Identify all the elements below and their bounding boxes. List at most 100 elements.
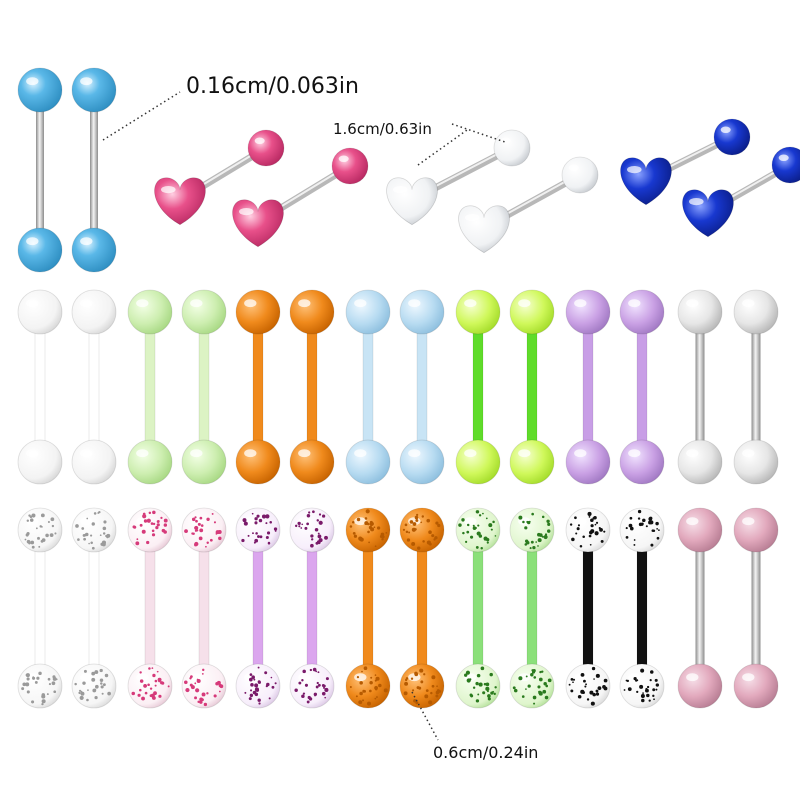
glitter-speck bbox=[321, 683, 325, 687]
round-ball bbox=[247, 129, 285, 167]
ball-highlight bbox=[689, 197, 704, 206]
bottom-ball bbox=[127, 439, 173, 485]
glitter-speck bbox=[294, 688, 298, 692]
glitter-speck bbox=[26, 690, 30, 694]
glitter-speck bbox=[431, 534, 435, 538]
glitter-speck bbox=[416, 513, 419, 516]
glitter-speck bbox=[353, 534, 358, 538]
glitter-speck bbox=[194, 525, 199, 531]
acrylic-bar bbox=[472, 529, 484, 687]
round-ball bbox=[493, 129, 531, 167]
glitter-speck bbox=[302, 692, 306, 695]
glitter-speck bbox=[356, 517, 361, 522]
glitter-speck bbox=[636, 690, 639, 694]
glitter-speck bbox=[266, 531, 271, 535]
glitter-speck bbox=[487, 694, 491, 698]
glitter-speck bbox=[271, 685, 275, 689]
glitter-speck bbox=[195, 519, 198, 523]
ball-highlight bbox=[80, 237, 93, 246]
glitter-speck bbox=[152, 673, 156, 678]
steel-bar bbox=[36, 95, 44, 245]
glitter-speck bbox=[79, 695, 84, 700]
glitter-speck bbox=[51, 681, 56, 686]
glitter-speck bbox=[36, 676, 40, 680]
glitter-speck bbox=[404, 523, 408, 527]
glitter-speck bbox=[195, 688, 200, 693]
glitter-speck bbox=[132, 525, 136, 529]
glitter-speck bbox=[41, 693, 46, 697]
ball-highlight bbox=[190, 299, 203, 308]
glitter-speck bbox=[480, 546, 483, 550]
glitter-speck bbox=[368, 541, 370, 544]
glitter-speck bbox=[211, 512, 214, 515]
glitter-speck bbox=[314, 528, 319, 532]
glitter-speck bbox=[82, 533, 86, 537]
glitter-speck bbox=[594, 523, 597, 526]
glitter-barbell bbox=[399, 507, 445, 709]
glitter-speck bbox=[136, 538, 139, 541]
glitter-speck bbox=[324, 535, 328, 540]
glitter-speck bbox=[149, 687, 153, 690]
glitter-speck bbox=[570, 677, 574, 681]
glitter-speck bbox=[428, 700, 433, 705]
steel-bar bbox=[695, 530, 705, 686]
glitter-speck bbox=[370, 527, 375, 532]
glitter-speck bbox=[78, 689, 82, 692]
glitter-speck bbox=[475, 699, 480, 703]
glitter-speck bbox=[376, 526, 381, 530]
glitter-speck bbox=[635, 679, 638, 682]
glitter-speck bbox=[369, 520, 373, 524]
glitter-speck bbox=[650, 670, 654, 674]
glitter-speck bbox=[435, 521, 439, 525]
glitter-speck bbox=[152, 522, 156, 526]
glitter-speck bbox=[579, 545, 583, 548]
glitter-speck bbox=[537, 685, 541, 689]
glitter-speck bbox=[258, 702, 261, 705]
glitter-speck bbox=[54, 532, 57, 535]
acrylic-barbell bbox=[565, 289, 611, 485]
bottom-ball bbox=[677, 439, 723, 485]
glitter-speck bbox=[646, 693, 650, 698]
glitter-speck bbox=[294, 524, 298, 528]
glitter-speck bbox=[274, 682, 277, 685]
glitter-speck bbox=[94, 670, 99, 674]
glitter-speck bbox=[324, 696, 327, 699]
glitter-speck bbox=[41, 526, 43, 528]
glitter-speck bbox=[464, 673, 468, 677]
glitter-speck bbox=[383, 688, 388, 693]
ball-highlight bbox=[136, 449, 149, 458]
glitter-speck bbox=[325, 677, 329, 681]
acrylic-bar bbox=[198, 311, 210, 463]
top-ball bbox=[289, 289, 335, 335]
glitter-speck bbox=[652, 688, 656, 692]
glitter-speck bbox=[412, 689, 415, 692]
acrylic-bar bbox=[362, 529, 374, 687]
glitter-speck bbox=[538, 533, 543, 537]
top-ball bbox=[565, 289, 611, 335]
glitter-speck bbox=[652, 694, 655, 698]
glitter-speck bbox=[248, 677, 253, 682]
acrylic-barbell bbox=[455, 289, 501, 485]
ball-highlight bbox=[464, 449, 477, 458]
glitter-speck bbox=[359, 691, 363, 696]
glitter-speck bbox=[142, 514, 147, 519]
acrylic-bar bbox=[198, 529, 210, 687]
top-ball bbox=[733, 507, 779, 553]
white-heart-barbell bbox=[386, 129, 531, 226]
glitter-speck bbox=[249, 673, 253, 676]
glitter-speck bbox=[595, 692, 600, 696]
glitter-speck bbox=[518, 515, 523, 520]
glitter-speck bbox=[300, 527, 303, 529]
top-ball bbox=[619, 507, 665, 553]
glitter-speck bbox=[531, 512, 534, 516]
ball-highlight bbox=[574, 449, 587, 458]
glitter-speck bbox=[588, 534, 592, 538]
ball-highlight bbox=[80, 673, 93, 682]
ball-highlight bbox=[254, 137, 265, 145]
glitter-speck bbox=[151, 529, 155, 533]
ball-highlight bbox=[244, 299, 257, 308]
glitter-speck bbox=[163, 523, 168, 527]
glitter-speck bbox=[81, 527, 85, 530]
glitter-speck bbox=[257, 698, 261, 702]
